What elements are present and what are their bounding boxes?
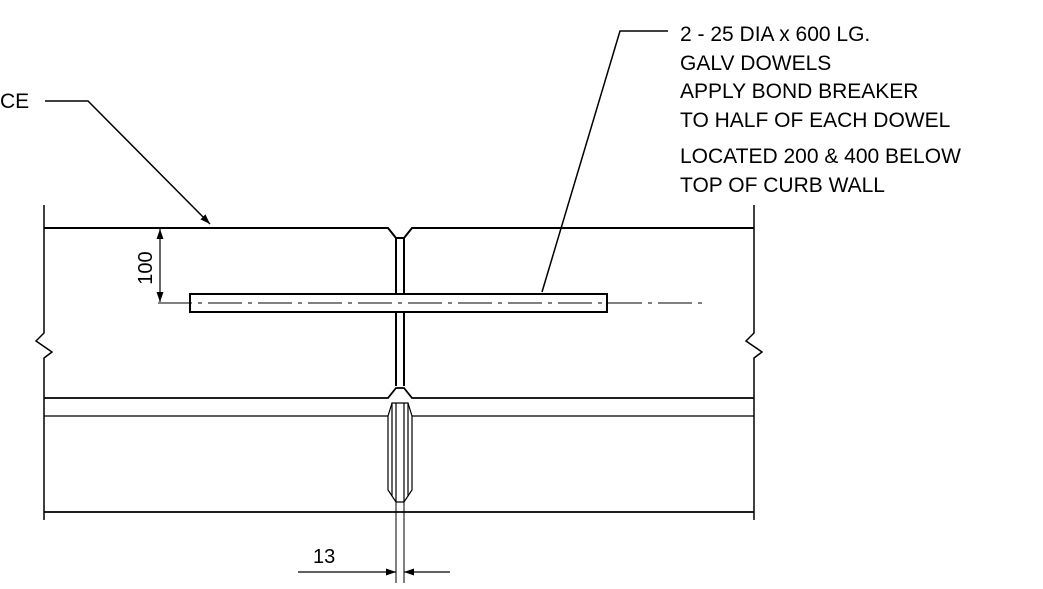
dim-vertical-label: 100 xyxy=(135,251,157,284)
dowel-note: 2 - 25 DIA x 600 LG. GALV DOWELS APPLY B… xyxy=(680,23,961,197)
note-line-3: APPLY BOND BREAKER xyxy=(680,80,918,103)
left-leader xyxy=(45,100,211,225)
note-line-6: TOP OF CURB WALL xyxy=(680,174,885,197)
dowel-leader xyxy=(541,30,668,293)
curb-top-line xyxy=(44,227,754,239)
dim-joint-label: 13 xyxy=(313,546,335,568)
note-line-1: 2 - 25 DIA x 600 LG. xyxy=(680,23,870,46)
note-line-2: GALV DOWELS xyxy=(680,52,831,75)
left-break-line xyxy=(34,205,54,520)
note-line-4: TO HALF OF EACH DOWEL xyxy=(680,109,950,132)
note-line-5: LOCATED 200 & 400 BELOW xyxy=(680,145,961,168)
left-label: CE xyxy=(0,90,29,113)
joint-chamfer-lower xyxy=(387,416,413,503)
curb-face-line xyxy=(44,402,754,417)
right-break-line xyxy=(744,205,764,520)
curb-step-line xyxy=(44,387,754,399)
